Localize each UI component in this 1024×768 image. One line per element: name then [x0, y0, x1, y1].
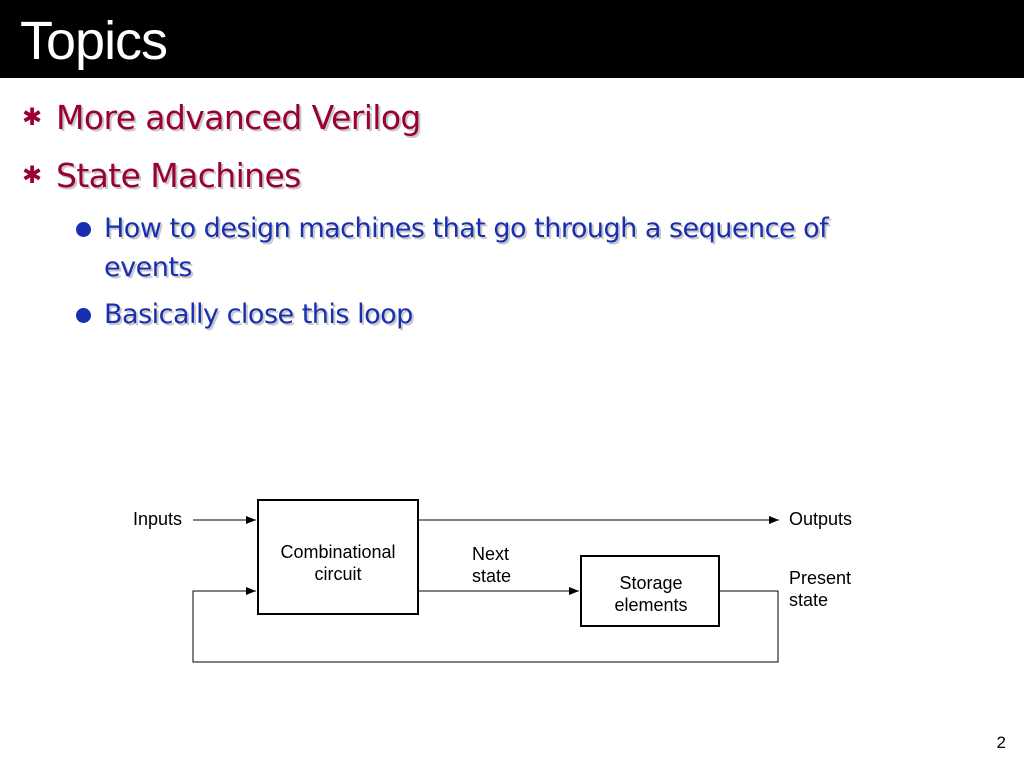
asterisk-icon: ✱ — [22, 161, 42, 189]
storage-label-line2: elements — [614, 595, 687, 615]
slide-title: Topics — [20, 11, 168, 71]
dot-icon — [76, 308, 91, 323]
asterisk-icon: ✱ — [22, 103, 42, 131]
combinational-label-line2: circuit — [314, 564, 361, 584]
inputs-label: Inputs — [133, 509, 182, 529]
storage-label-line1: Storage — [619, 573, 682, 593]
sub-bullet-text: Basically close this loop — [104, 299, 413, 330]
next-state-label-line2: state — [472, 566, 511, 586]
combinational-label-line1: Combinational — [280, 542, 395, 562]
combinational-circuit-box — [257, 499, 419, 615]
bullet-text: More advanced Verilog — [56, 98, 421, 137]
storage-elements-box — [580, 555, 720, 627]
sub-bullet-text: How to design machines that go through a… — [104, 213, 829, 283]
present-state-label-line1: Present — [789, 568, 851, 588]
bullet-text: State Machines — [56, 156, 301, 195]
bullet-item: ✱ State Machines — [22, 156, 301, 195]
sub-bullet-item: Basically close this loop — [76, 295, 924, 334]
bullet-item: ✱ More advanced Verilog — [22, 98, 421, 137]
present-state-label-line2: state — [789, 590, 828, 610]
feedback-loop — [192, 587, 779, 663]
next-state-label-line1: Next — [472, 544, 509, 564]
page-number: 2 — [996, 733, 1006, 752]
dot-icon — [76, 222, 91, 237]
sub-bullet-item: How to design machines that go through a… — [76, 209, 924, 287]
title-bar: Topics — [0, 0, 1024, 78]
outputs-label: Outputs — [789, 509, 852, 529]
